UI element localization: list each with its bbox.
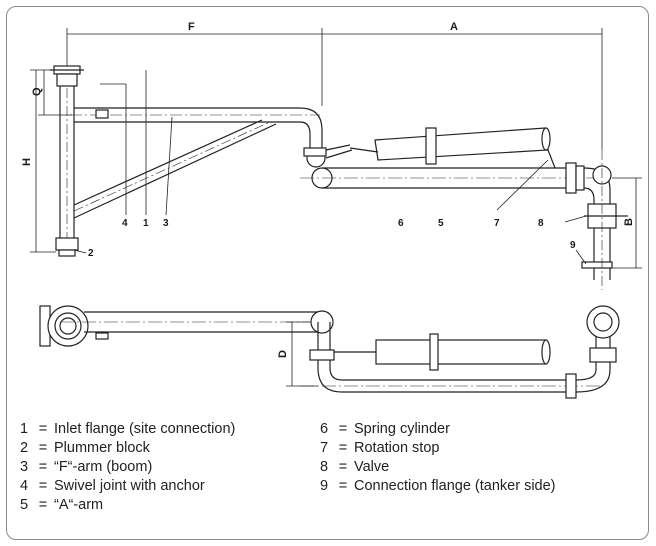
callout-6: 6 bbox=[398, 218, 404, 229]
loading-arm-drawing: F A H Q B D 2 4 1 3 6 5 7 8 9 bbox=[21, 21, 642, 399]
top-boom bbox=[60, 310, 334, 352]
legend-item-6: 6=Spring cylinder bbox=[320, 421, 450, 437]
callout-9: 9 bbox=[570, 240, 576, 251]
legend-item-8: 8=Valve bbox=[320, 459, 390, 475]
top-spring-cylinder bbox=[334, 333, 551, 371]
callout-4: 4 bbox=[122, 218, 128, 229]
dim-d-label: D bbox=[277, 350, 289, 358]
legend-item-3: 3=“F“-arm (boom) bbox=[20, 459, 153, 475]
swivel-joint bbox=[303, 144, 353, 168]
side-view bbox=[30, 28, 642, 290]
dim-q-label: Q bbox=[31, 87, 43, 96]
plummer-block bbox=[55, 237, 79, 257]
dimension-lines bbox=[30, 28, 642, 269]
dimension-d bbox=[286, 321, 318, 387]
legend-item-4: 4=Swivel joint with anchor bbox=[20, 478, 205, 494]
diagonal-strut bbox=[73, 119, 277, 219]
outlet-assembly bbox=[581, 150, 628, 290]
dim-h-label: H bbox=[21, 158, 33, 166]
vertical-post bbox=[59, 70, 75, 255]
spring-cylinder bbox=[349, 127, 556, 169]
dim-b-label: B bbox=[623, 218, 635, 226]
callout-8: 8 bbox=[538, 218, 544, 229]
dim-a-label: A bbox=[450, 21, 458, 33]
legend-item-2: 2=Plummer block bbox=[20, 440, 150, 456]
legend-item-7: 7=Rotation stop bbox=[320, 440, 440, 456]
top-view bbox=[39, 305, 620, 399]
callout-5: 5 bbox=[438, 218, 444, 229]
legend-item-9: 9=Connection flange (tanker side) bbox=[320, 478, 556, 494]
inlet-flange bbox=[50, 65, 84, 87]
top-a-arm bbox=[300, 305, 620, 399]
callout-7: 7 bbox=[494, 218, 500, 229]
callout-2: 2 bbox=[88, 248, 94, 259]
f-arm-boom bbox=[70, 107, 323, 150]
callout-1: 1 bbox=[143, 218, 149, 229]
dim-f-label: F bbox=[188, 21, 195, 33]
top-inlet bbox=[39, 305, 89, 347]
callout-3: 3 bbox=[163, 218, 169, 229]
a-arm bbox=[300, 162, 600, 194]
diagram-frame bbox=[6, 6, 649, 540]
legend-item-5: 5=“A“-arm bbox=[20, 497, 104, 513]
legend-item-1: 1=Inlet flange (site connection) bbox=[20, 421, 236, 437]
legend: 1=Inlet flange (site connection) 2=Plumm… bbox=[20, 420, 650, 530]
